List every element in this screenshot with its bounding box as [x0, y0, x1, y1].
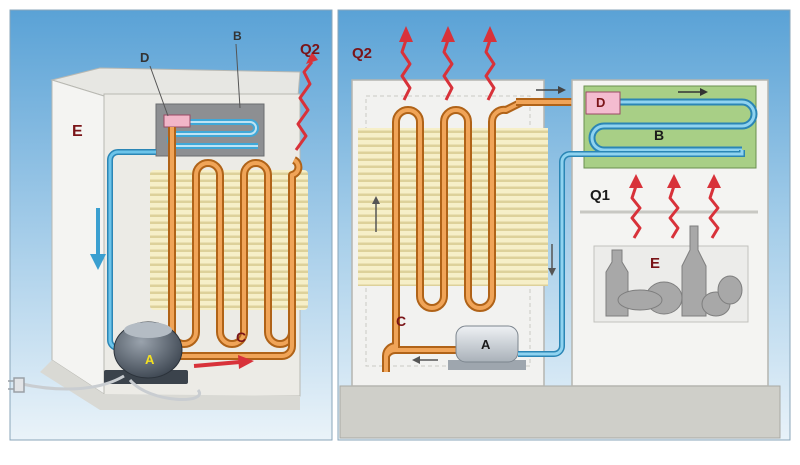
left-label-c: C [236, 329, 246, 345]
q2-arrowhead-1 [399, 26, 413, 42]
right-suction-line-face [518, 150, 744, 356]
right-label-b: B [654, 127, 664, 143]
tall-bottle-icon [681, 225, 707, 317]
left-heat-flow-arrow [193, 360, 241, 368]
right-discharge-pipe-face [384, 296, 456, 372]
q1-arrowhead-2 [667, 174, 681, 188]
right-compressor-base [448, 360, 526, 370]
q2-arrowhead-3 [483, 26, 497, 42]
left-heat-flow-arrow-head [238, 355, 254, 369]
left-valve-d [163, 114, 191, 128]
left-power-cord [21, 374, 202, 401]
q1-wave-3 [708, 185, 720, 239]
right-label-a: A [481, 337, 491, 352]
left-fridge-floor-shadow [40, 360, 300, 410]
q1-arrowhead-1 [629, 174, 643, 188]
right-compressor [455, 325, 519, 363]
left-label-a: A [145, 352, 155, 367]
left-label-b: B [233, 29, 242, 43]
right-condenser-coil-face [394, 100, 523, 310]
right-flow-arrow-up-head [372, 196, 380, 204]
right-floor [339, 385, 781, 439]
q2-wave-3 [484, 39, 496, 101]
right-label-e: E [650, 255, 660, 272]
q1-arrowhead-3 [707, 174, 721, 188]
right-label-q2: Q2 [352, 45, 372, 62]
right-label-c: C [396, 313, 406, 329]
left-compressor-top [124, 322, 172, 338]
right-evaporator-flow-arrow-head [700, 88, 708, 96]
right-flow-arrow-top-head [558, 86, 566, 94]
cabbage-icon [717, 275, 743, 305]
left-leader-d [149, 65, 169, 117]
right-panel: Q2 D B Q1 E C A [337, 9, 791, 441]
right-label-d: D [596, 95, 605, 110]
q1-wave-1 [630, 185, 642, 239]
left-heat-wave-q2 [294, 61, 314, 151]
right-label-q1: Q1 [590, 187, 610, 204]
q2-arrowhead-2 [441, 26, 455, 42]
q2-wave-1 [400, 39, 412, 101]
q1-heat-waves [630, 185, 720, 239]
left-label-e: E [72, 123, 83, 140]
right-flow-arrow-down-head [548, 268, 556, 276]
loaf-icon [617, 289, 663, 311]
left-label-d: D [140, 50, 149, 65]
left-flow-arrow-down-head [90, 254, 106, 270]
q1-wave-2 [668, 185, 680, 239]
left-discharge-pipe-face [170, 332, 294, 358]
q2-heat-waves [400, 39, 496, 101]
left-panel: D B Q2 E C A [8, 9, 333, 441]
right-flow-arrow-left-head [412, 356, 420, 364]
food-items [605, 225, 743, 317]
q2-wave-2 [442, 39, 454, 101]
right-condenser-fins [358, 128, 548, 286]
left-plug-icon [8, 377, 25, 393]
left-heat-wave-arrowhead [306, 52, 318, 64]
left-label-q2: Q2 [300, 41, 320, 58]
right-valve-d [585, 91, 621, 115]
left-leader-b [235, 43, 241, 109]
right-evaporator-coil-face [590, 100, 756, 152]
